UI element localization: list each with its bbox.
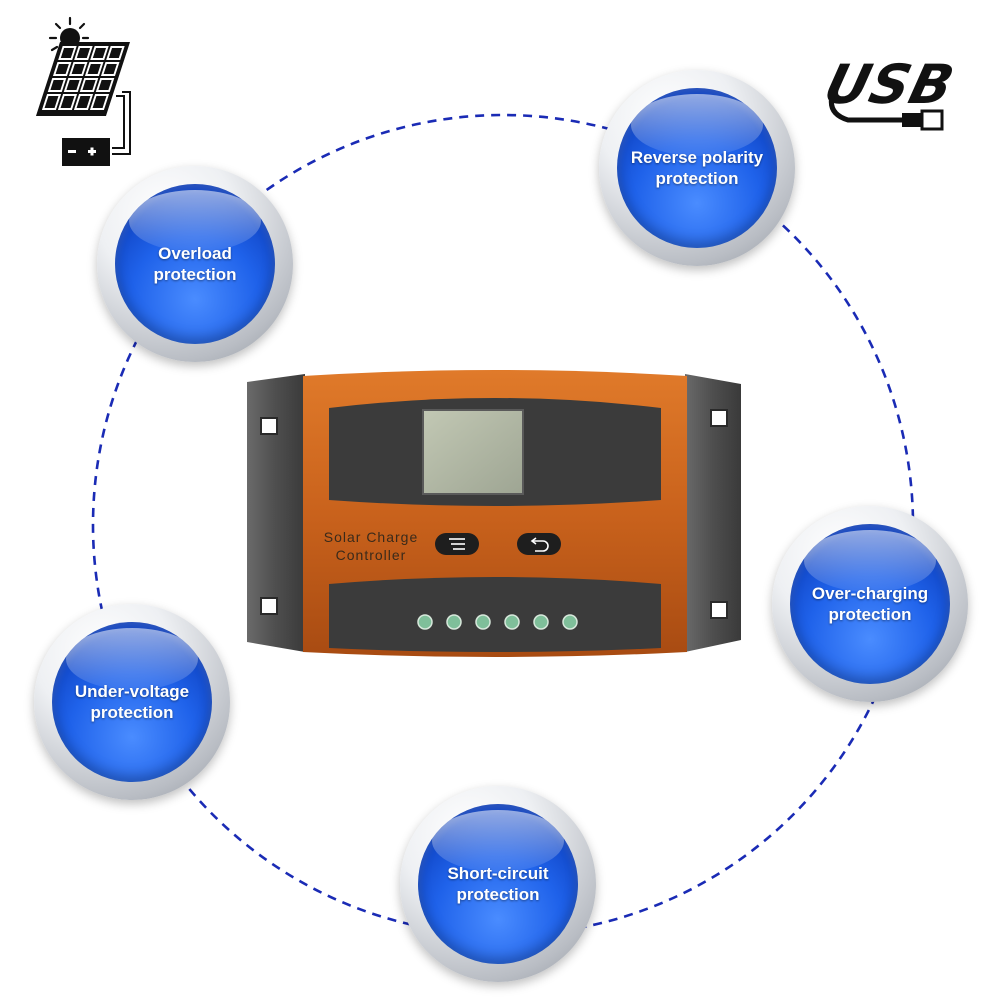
terminal-panel <box>329 577 661 652</box>
badge-label: Under-voltage protection <box>74 682 190 722</box>
badge-over-charging: Over-charging protection <box>772 506 968 702</box>
mount-hole <box>260 417 278 435</box>
return-icon <box>533 540 549 552</box>
indicator-light <box>504 614 520 630</box>
panel-grid <box>36 42 130 116</box>
controller-label-line1: Solar Charge <box>324 529 419 545</box>
battery-icon <box>62 138 110 166</box>
solar-panel-icon <box>36 16 131 166</box>
indicator-light <box>562 614 578 630</box>
lcd-screen <box>422 409 524 495</box>
mount-hole <box>710 409 728 427</box>
badge-reverse-polarity: Reverse polarity protection <box>599 70 795 266</box>
left-mount <box>247 374 305 652</box>
usb-cable-icon <box>828 93 944 131</box>
solar-charge-controller: Solar Charge Controller <box>247 370 741 657</box>
badge-label: Over-charging protection <box>811 584 929 624</box>
badge-label: Reverse polarity protection <box>630 148 764 188</box>
indicator-light <box>475 614 491 630</box>
indicator-light <box>446 614 462 630</box>
right-mount <box>685 374 741 652</box>
indicator-light <box>533 614 549 630</box>
menu-icon <box>449 538 465 550</box>
mount-hole <box>710 601 728 619</box>
menu-button[interactable] <box>435 533 479 555</box>
controller-label-line2: Controller <box>336 547 407 563</box>
badge-label: Overload protection <box>153 244 237 284</box>
badge-under-voltage: Under-voltage protection <box>34 604 230 800</box>
badge-short-circuit: Short-circuit protection <box>400 786 596 982</box>
badge-overload: Overload protection <box>97 166 293 362</box>
indicator-row <box>417 614 578 630</box>
mount-hole <box>260 597 278 615</box>
badge-label: Short-circuit protection <box>447 864 549 904</box>
back-button[interactable] <box>517 533 561 555</box>
indicator-light <box>417 614 433 630</box>
